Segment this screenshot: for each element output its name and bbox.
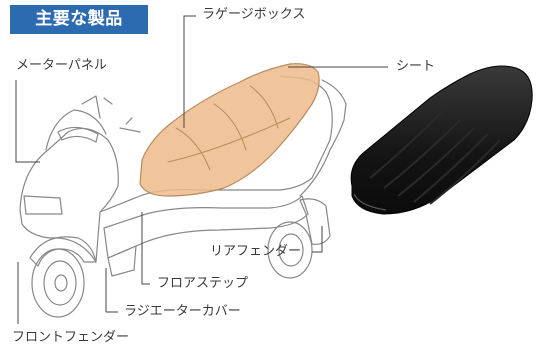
- label-front-fender: フロントフェンダー: [12, 330, 130, 345]
- front-cowl: [19, 127, 119, 263]
- rear-fender-shape: [299, 198, 331, 245]
- rear-body: [299, 79, 347, 197]
- handlebar: [81, 95, 141, 133]
- windscreen: [45, 109, 107, 151]
- leader-meter-panel: [15, 80, 40, 163]
- meter-panel-shape: [57, 126, 99, 143]
- section-title-badge: 主要な製品: [10, 5, 148, 34]
- headlight: [23, 195, 63, 215]
- floor-step-shape: [103, 195, 309, 259]
- label-radiator-cover: ラジエーターカバー: [124, 304, 241, 319]
- label-rear-fender: リアフェンダー: [210, 244, 302, 259]
- label-floor-step: フロアステップ: [157, 276, 249, 291]
- label-seat: シート: [396, 59, 436, 74]
- label-meter-panel: メーターパネル: [16, 58, 107, 73]
- rear-wheel: [267, 221, 313, 279]
- leader-rear-fender: [312, 226, 323, 253]
- leader-floor-step: [141, 212, 150, 285]
- label-luggage-box: ラゲージボックス: [202, 7, 306, 22]
- front-fender-shape: [29, 236, 97, 267]
- leader-luggage-box: [183, 15, 196, 128]
- seat-highlight: [139, 63, 320, 197]
- radiator-cover-shape: [107, 245, 137, 277]
